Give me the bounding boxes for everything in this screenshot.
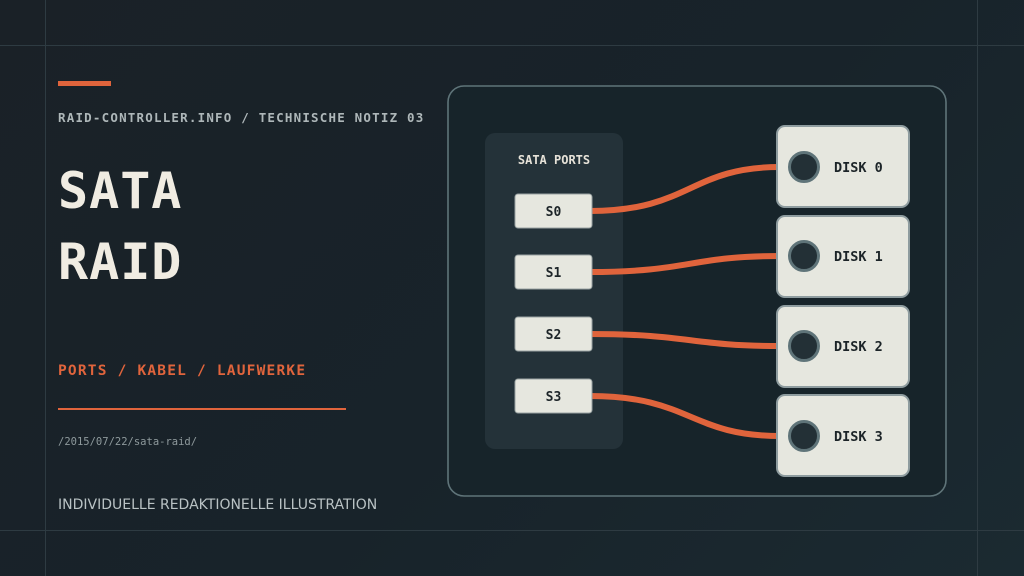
port-label: S2 <box>546 328 562 343</box>
disk-platter-icon <box>788 240 820 272</box>
disk-1: DISK 1 <box>776 215 910 298</box>
disk-box <box>776 394 910 477</box>
port-box <box>514 378 593 414</box>
cable-1 <box>587 253 783 275</box>
article-path: /2015/07/22/sata-raid/ <box>58 436 198 448</box>
guide-line-bottom <box>0 530 1024 531</box>
disk-platter-icon <box>788 330 820 362</box>
disk-label: DISK 3 <box>834 429 883 445</box>
disk-box <box>776 125 910 208</box>
kicker-text: RAID-CONTROLLER.INFO / TECHNISCHE NOTIZ … <box>58 110 425 125</box>
port-s2: S2 <box>514 316 593 352</box>
disk-3: DISK 3 <box>776 394 910 477</box>
port-box <box>514 316 593 352</box>
port-box <box>514 254 593 290</box>
cable-2 <box>587 331 783 349</box>
disk-platter-icon <box>788 420 820 452</box>
disk-2: DISK 2 <box>776 305 910 388</box>
disk-box <box>776 305 910 388</box>
disk-label: DISK 0 <box>834 160 883 176</box>
port-label: S0 <box>546 205 562 220</box>
accent-bar <box>58 81 111 86</box>
subtitle-rule <box>58 408 346 410</box>
subtitle: PORTS / KABEL / LAUFWERKE <box>58 363 307 379</box>
port-label: S3 <box>546 390 562 405</box>
port-box <box>514 193 593 229</box>
cable-0 <box>587 164 783 214</box>
ports-panel-label: SATA PORTS <box>518 153 590 167</box>
disk-0: DISK 0 <box>776 125 910 208</box>
port-label: S1 <box>546 266 562 281</box>
disk-box <box>776 215 910 298</box>
illustration-credit: INDIVIDUELLE REDAKTIONELLE ILLUSTRATION <box>58 497 378 513</box>
port-s3: S3 <box>514 378 593 414</box>
cables <box>587 164 783 439</box>
port-s0: S0 <box>514 193 593 229</box>
guide-line-left <box>45 0 46 576</box>
port-s1: S1 <box>514 254 593 290</box>
disk-label: DISK 2 <box>834 339 883 355</box>
title-line-2: RAID <box>58 233 183 291</box>
cable-3 <box>587 393 783 439</box>
disk-platter-icon <box>788 151 820 183</box>
guide-line-top <box>0 45 1024 46</box>
disk-label: DISK 1 <box>834 249 883 265</box>
guide-line-right <box>977 0 978 576</box>
title-line-1: SATA <box>58 162 183 220</box>
